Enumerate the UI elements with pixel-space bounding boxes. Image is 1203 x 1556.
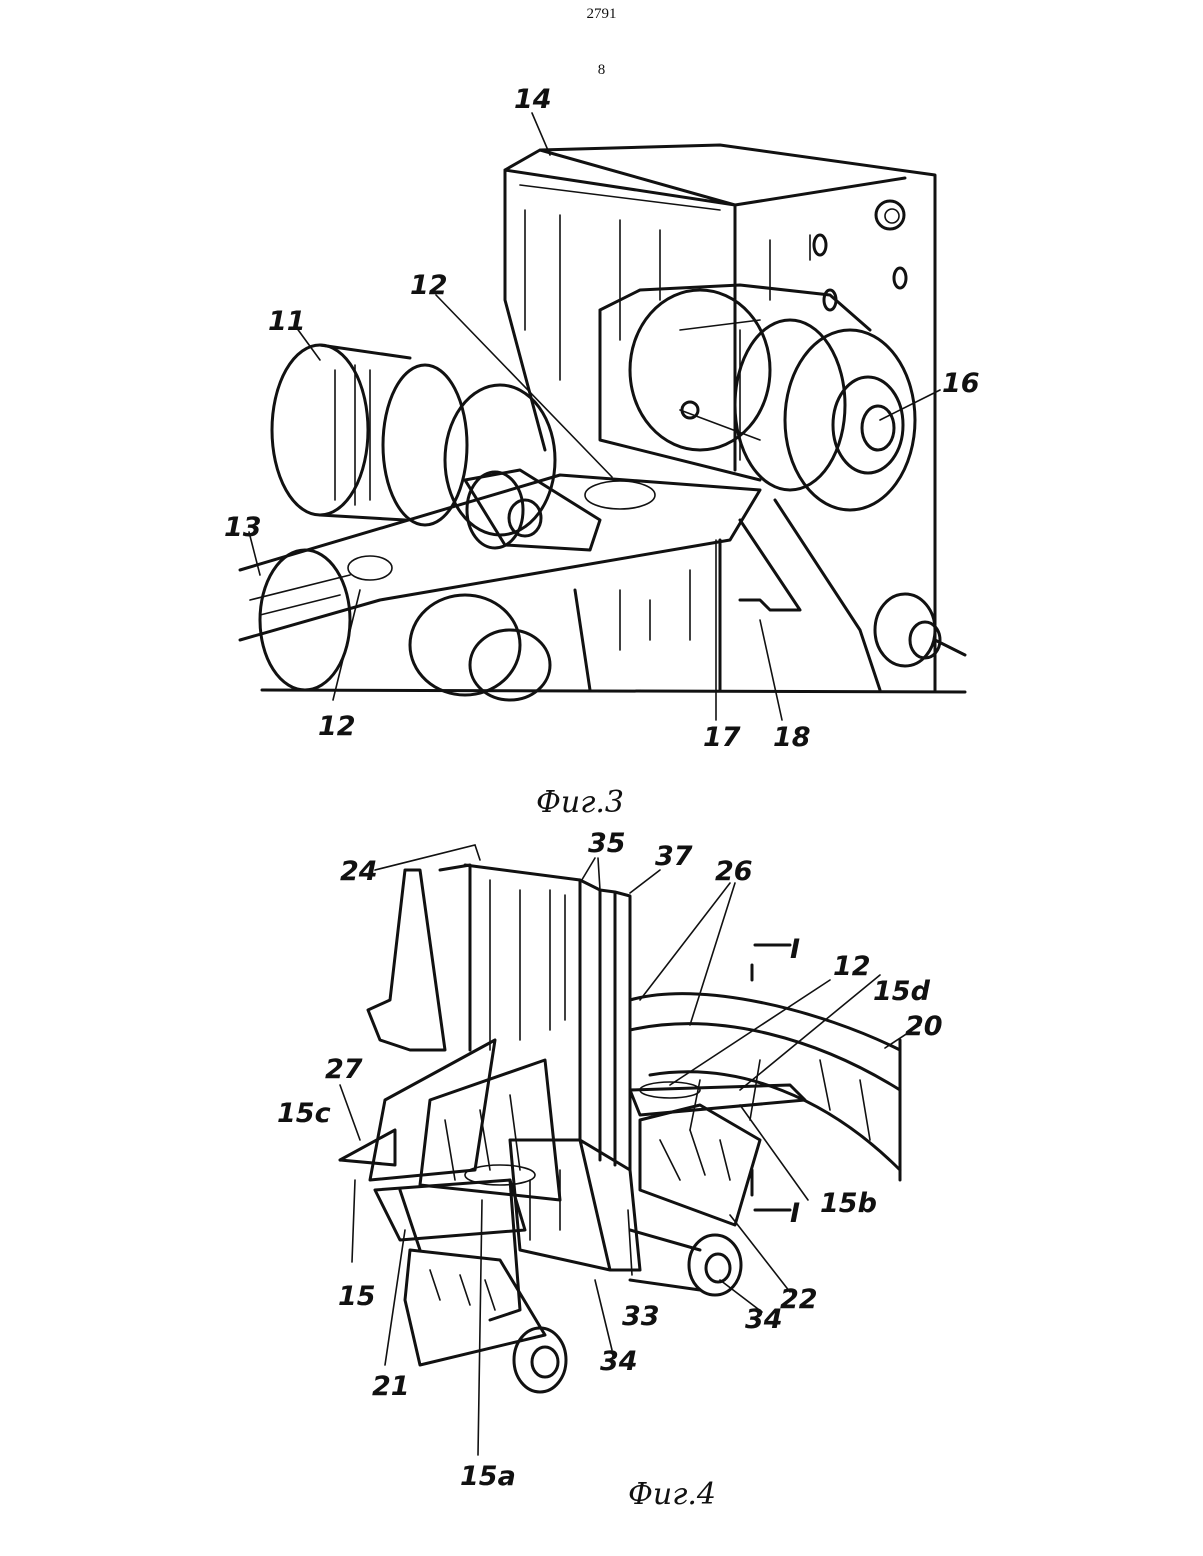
figure-3-caption: Фиг.3 <box>536 785 624 820</box>
label-section-I-top: I <box>790 934 800 965</box>
label-34-right: 34 <box>745 1304 783 1335</box>
label-12-bottom: 12 <box>318 711 356 742</box>
label-15c: 15c <box>277 1098 331 1129</box>
label-12: 12 <box>833 951 871 982</box>
label-15a: 15a <box>460 1461 516 1492</box>
label-13: 13 <box>224 512 262 543</box>
label-12-top: 12 <box>410 270 448 301</box>
label-35: 35 <box>588 828 626 859</box>
figure-4-caption: Фиг.4 <box>628 1477 716 1512</box>
label-24: 24 <box>340 856 378 887</box>
label-27: 27 <box>325 1054 363 1085</box>
label-18: 18 <box>773 722 811 753</box>
label-34-lower: 34 <box>600 1346 638 1377</box>
label-22: 22 <box>780 1284 818 1315</box>
figure-3-drawing <box>240 113 965 720</box>
label-15d: 15d <box>873 976 931 1007</box>
label-15b: 15b <box>820 1188 877 1219</box>
figure-4-labels: 24 35 37 26 I 12 15d 20 27 15c 15b I 22 … <box>277 828 943 1512</box>
label-14: 14 <box>514 84 552 115</box>
label-16: 16 <box>942 368 980 399</box>
label-26: 26 <box>715 856 753 887</box>
label-15: 15 <box>338 1281 376 1312</box>
figure-3-labels: 14 12 11 16 13 12 17 18 Фиг.3 <box>224 84 980 820</box>
label-33: 33 <box>622 1301 660 1332</box>
label-section-I-bottom: I <box>790 1198 800 1229</box>
label-37: 37 <box>655 841 693 872</box>
label-20: 20 <box>905 1011 943 1042</box>
label-21: 21 <box>372 1371 410 1402</box>
label-11: 11 <box>268 306 306 337</box>
label-17: 17 <box>703 722 741 753</box>
